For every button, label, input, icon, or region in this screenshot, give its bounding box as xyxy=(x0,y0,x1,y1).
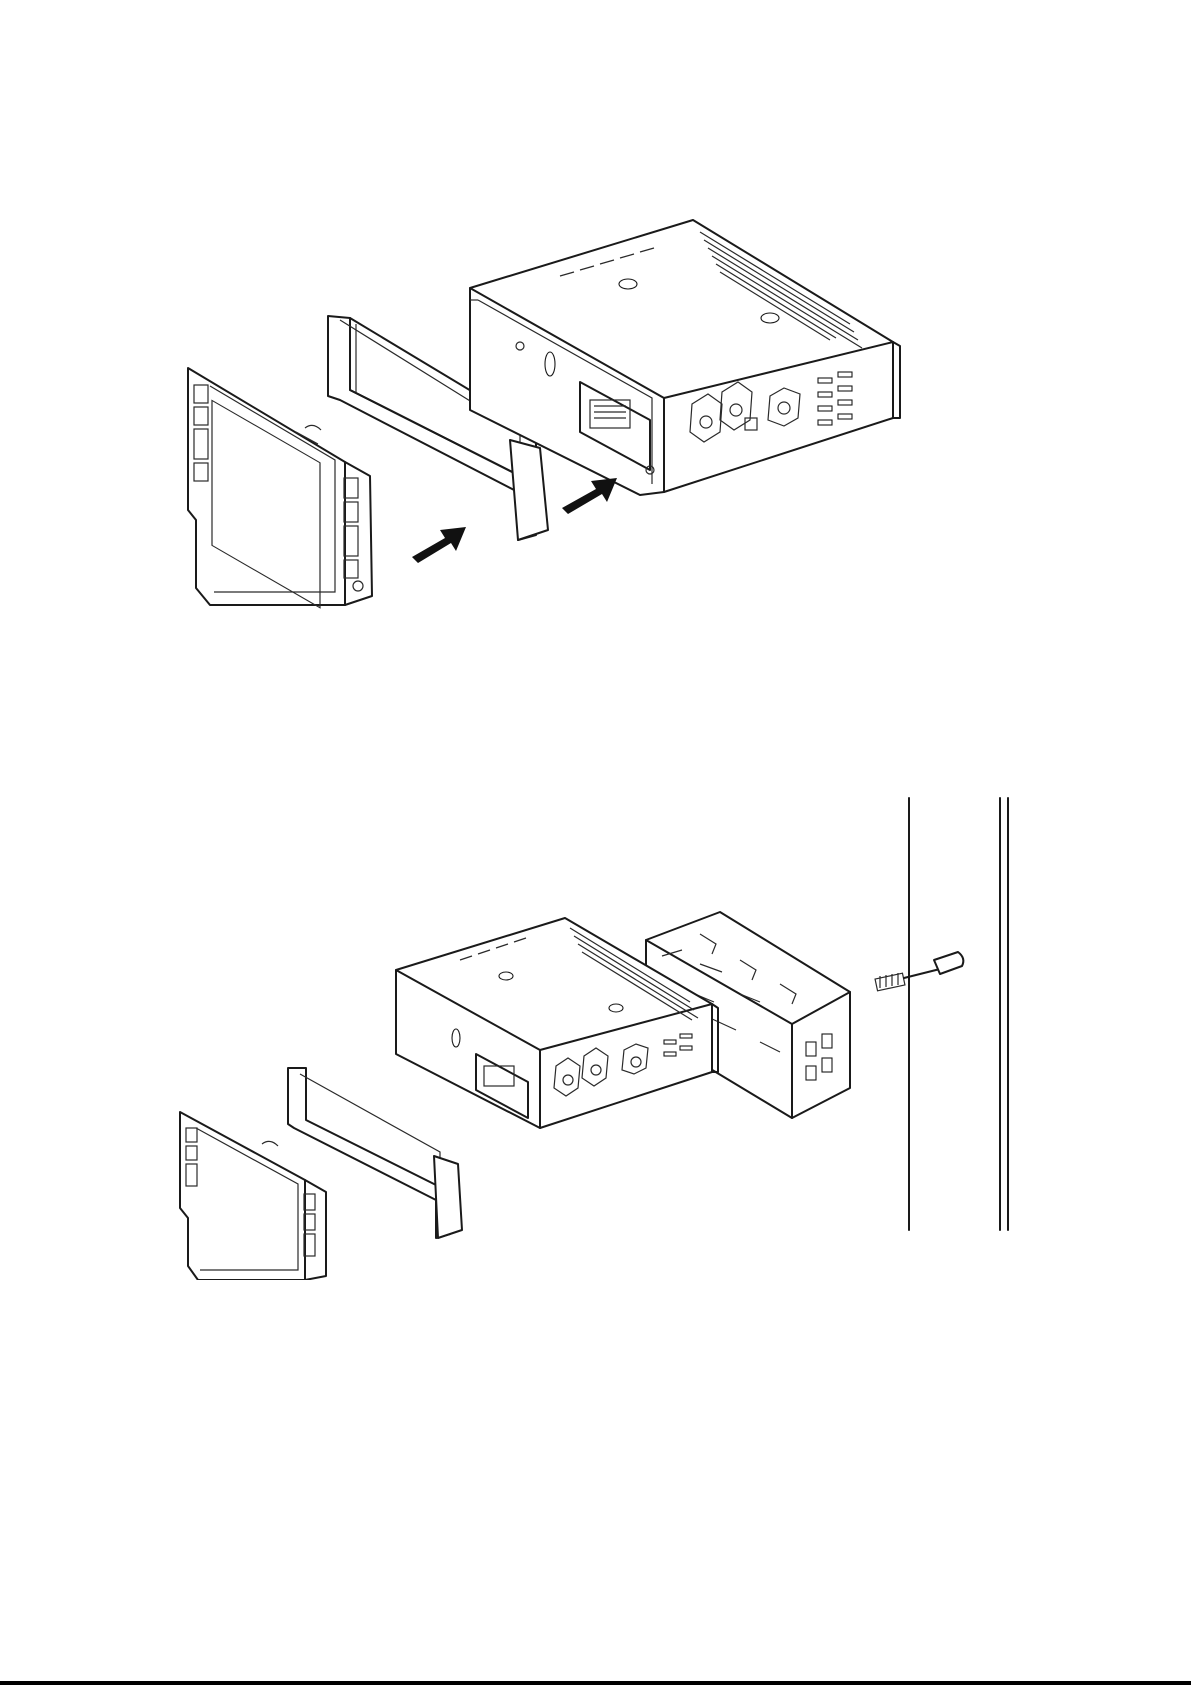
dashboard-wall xyxy=(909,798,1008,1230)
arrow-into-chassis xyxy=(562,478,617,514)
front-panel xyxy=(188,368,372,608)
installation-figure-1 xyxy=(0,0,1191,660)
arrow-into-frame xyxy=(412,527,466,563)
rear-bolt xyxy=(875,952,963,991)
installation-figure-1-drawing xyxy=(0,0,1191,660)
front-panel xyxy=(180,1112,326,1280)
installation-figure-2 xyxy=(0,760,1191,1280)
installation-figure-2-drawing xyxy=(0,760,1191,1280)
page-bottom-edge xyxy=(0,1681,1191,1685)
